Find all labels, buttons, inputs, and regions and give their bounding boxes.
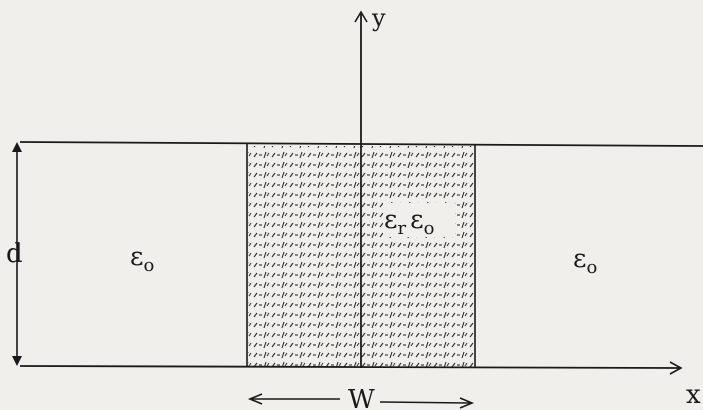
x-axis-arrow bbox=[669, 361, 683, 375]
thickness-arrow-top bbox=[12, 142, 22, 152]
y-axis-arrow bbox=[354, 10, 368, 23]
right-region-permittivity: εo bbox=[573, 244, 597, 278]
center-region-free-subscript: o bbox=[424, 218, 435, 239]
y-axis-label: y bbox=[371, 4, 386, 32]
thickness-label: d bbox=[6, 239, 23, 269]
thickness-arrow-bottom bbox=[12, 356, 22, 366]
x-axis-label: x bbox=[686, 380, 701, 410]
left-region-permittivity: εo bbox=[130, 242, 154, 276]
width-arrowhead-right bbox=[459, 397, 475, 409]
bottom-boundary-line bbox=[19, 365, 681, 369]
width-label: W bbox=[348, 385, 375, 410]
left-region-subscript: o bbox=[143, 255, 154, 276]
right-region-subscript: o bbox=[586, 257, 597, 278]
center-region-relative-subscript: r bbox=[397, 218, 406, 239]
width-arrowhead-left bbox=[247, 393, 263, 405]
width-arrow-right bbox=[379, 401, 471, 404]
center-label-backing bbox=[383, 203, 455, 237]
